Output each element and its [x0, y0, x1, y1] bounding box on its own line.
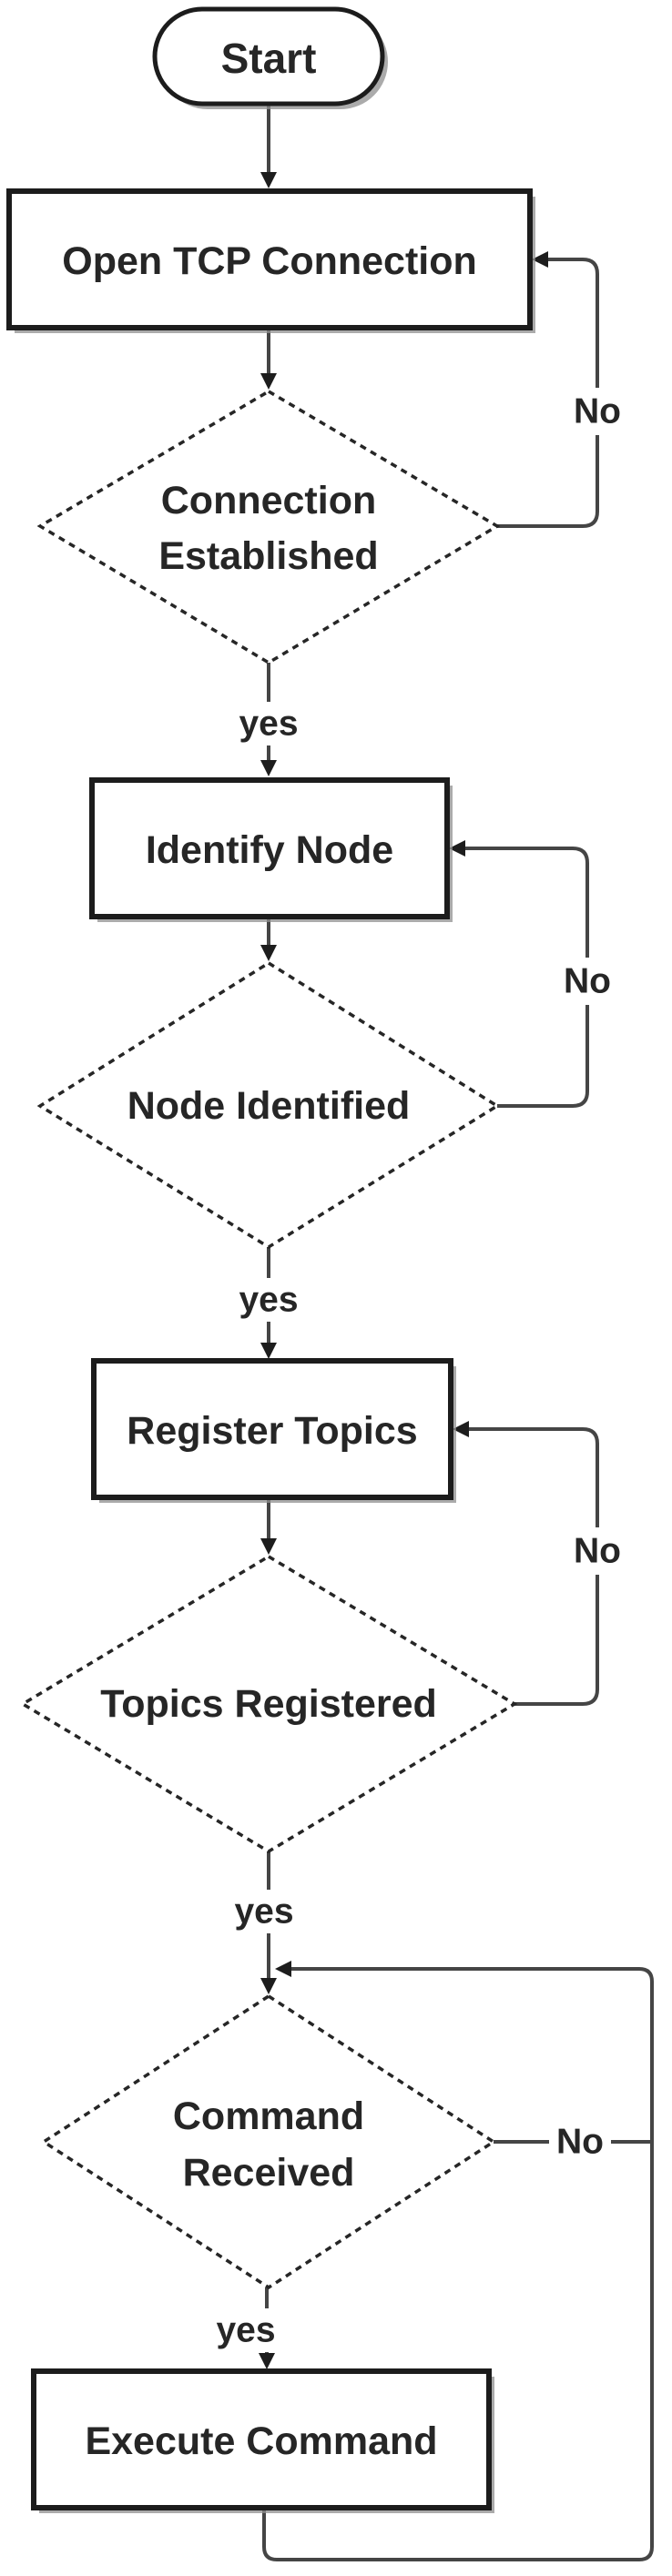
- edge-label-yes-2: yes: [239, 1281, 298, 1320]
- edge-yes-to-identify-node: yes: [235, 663, 302, 776]
- arrowhead-down-icon: [260, 172, 277, 188]
- edge-label-no-1: No: [574, 392, 621, 431]
- edge-open-tcp-to-connection-established: [260, 328, 277, 390]
- arrowhead-down-icon: [259, 2353, 275, 2369]
- node-node-identified: Node Identified: [36, 960, 501, 1250]
- edge-yes-to-execute-command: yes: [212, 2287, 280, 2369]
- node-node-identified-label: Node Identified: [127, 1084, 411, 1128]
- node-register-topics: Register Topics: [91, 1358, 456, 1503]
- edge-label-no-3: No: [574, 1532, 621, 1571]
- edge-no-loop-identify-node: No: [449, 840, 618, 1108]
- node-start: Start: [152, 6, 388, 109]
- node-command-received-line1: Command: [173, 2094, 364, 2138]
- arrowhead-down-icon: [260, 373, 277, 390]
- arrowhead-left-icon: [453, 1421, 469, 1437]
- node-start-label: Start: [221, 35, 317, 82]
- node-topics-registered: Topics Registered: [19, 1554, 518, 1854]
- node-connection-established-line2: Established: [158, 534, 378, 578]
- node-register-topics-label: Register Topics: [127, 1409, 417, 1453]
- arrowhead-down-icon: [260, 760, 277, 776]
- edge-no-loop-command-received: No: [494, 2118, 652, 2165]
- arrowhead-down-icon: [260, 1978, 277, 1994]
- edge-yes-to-command-received: yes: [230, 1851, 298, 1994]
- edge-yes-to-register-topics: yes: [235, 1247, 302, 1359]
- node-open-tcp-connection-label: Open TCP Connection: [62, 239, 477, 283]
- edge-register-topics-to-topics-registered: [260, 1497, 277, 1555]
- node-execute-command-label: Execute Command: [85, 2419, 437, 2463]
- arrowhead-down-icon: [260, 945, 277, 961]
- edge-label-yes-3: yes: [234, 1892, 293, 1932]
- arrowhead-down-icon: [260, 1343, 277, 1359]
- edge-label-yes-1: yes: [239, 705, 298, 744]
- node-identify-node-label: Identify Node: [146, 828, 393, 872]
- arrowhead-left-icon: [449, 840, 465, 857]
- node-command-received-line2: Received: [183, 2151, 355, 2195]
- node-execute-command: Execute Command: [31, 2368, 494, 2513]
- edge-loop-execute-to-command-received: [262, 1961, 654, 2561]
- node-connection-established: Connection Established: [36, 389, 501, 665]
- node-topics-registered-label: Topics Registered: [100, 1682, 437, 1726]
- arrowhead-left-icon: [532, 251, 548, 268]
- edge-no-loop-register-topics: No: [453, 1421, 628, 1706]
- node-command-received: Command Received: [40, 1993, 497, 2290]
- edge-label-no-2: No: [564, 962, 611, 1001]
- edge-no-loop-open-tcp: No: [497, 251, 628, 528]
- edge-start-to-open-tcp: [260, 104, 277, 188]
- node-open-tcp-connection: Open TCP Connection: [6, 188, 535, 333]
- arrowhead-down-icon: [260, 1538, 277, 1555]
- edge-label-yes-4: yes: [216, 2311, 275, 2350]
- node-identify-node: Identify Node: [89, 777, 453, 922]
- edge-identify-node-to-node-identified: [260, 917, 277, 961]
- arrowhead-left-icon: [275, 1961, 291, 1977]
- node-connection-established-line1: Connection: [161, 479, 376, 522]
- edge-label-no-4: No: [556, 2123, 604, 2162]
